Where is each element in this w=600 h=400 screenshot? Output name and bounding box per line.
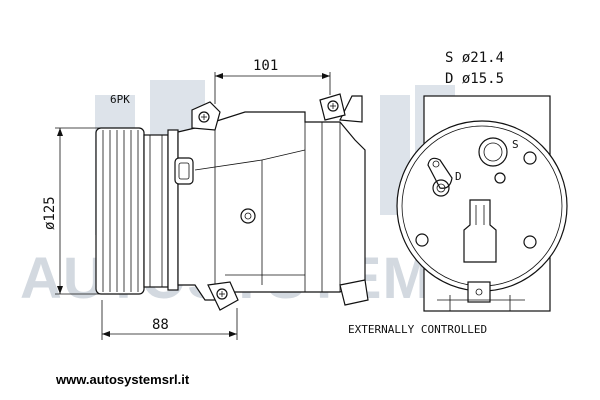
- suction-mark: S: [512, 138, 519, 151]
- compressor-body: [177, 111, 366, 301]
- suction-port-label: S ø21.4: [445, 50, 504, 66]
- dimension-length-bottom: 88: [101, 300, 238, 340]
- body-bolt: [240, 208, 256, 224]
- mount-lug-top-rear: [319, 93, 346, 121]
- suction-port: [478, 137, 508, 167]
- clutch-coil: [167, 129, 179, 291]
- rear-flange: [339, 95, 363, 123]
- pulley: [95, 127, 169, 295]
- website-url: www.autosystemsrl.it: [55, 372, 190, 387]
- compressor-side-view: [95, 93, 369, 311]
- front-bottom-fitting: [467, 281, 491, 303]
- mount-lug-bottom: [207, 281, 239, 311]
- discharge-port: [427, 157, 453, 197]
- discharge-port-label: D ø15.5: [445, 71, 504, 87]
- dimension-length-top: 101: [214, 58, 331, 104]
- compressor-front-view: [396, 95, 568, 312]
- control-note: EXTERNALLY CONTROLLED: [348, 323, 487, 336]
- mount-lug-top: [191, 101, 221, 131]
- length-bottom-value: 88: [152, 317, 169, 333]
- front-bolts: [415, 151, 537, 249]
- pulley-diameter-value: ø125: [42, 196, 58, 230]
- discharge-mark: D: [455, 170, 462, 183]
- dimension-pulley-diameter: ø125: [42, 127, 100, 295]
- electrical-connector: [174, 157, 194, 185]
- control-valve: [463, 199, 497, 263]
- belt-type-label: 6PK: [110, 93, 130, 106]
- length-top-value: 101: [253, 58, 278, 74]
